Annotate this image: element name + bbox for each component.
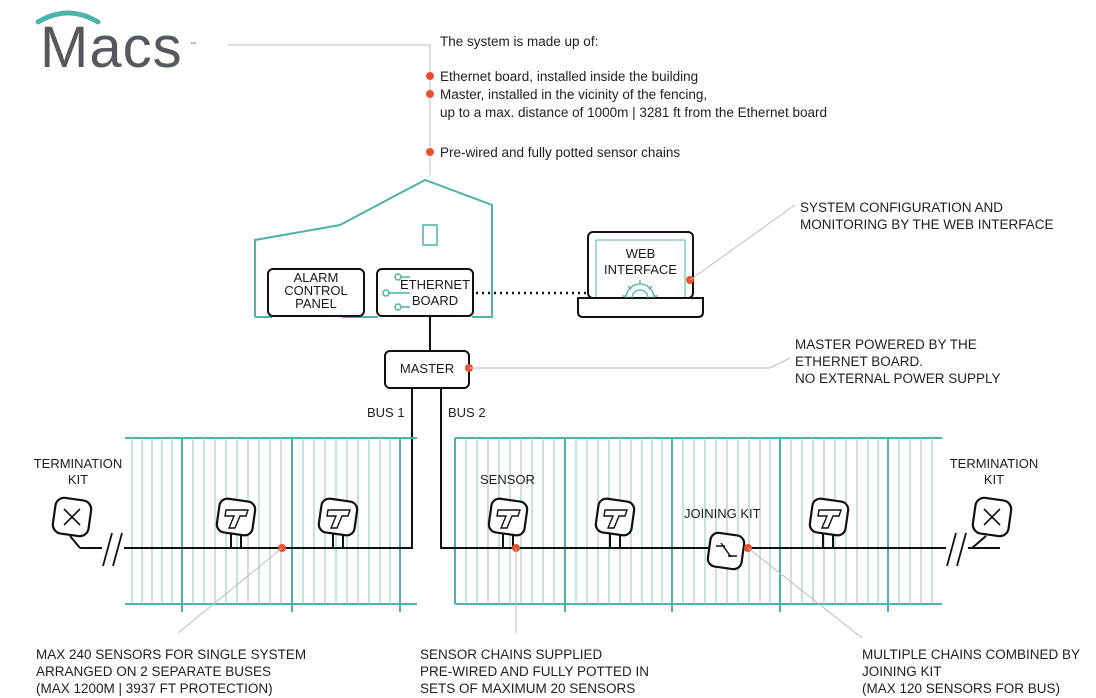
web-config-line-2: MONITORING BY THE WEB INTERFACE [800,217,1054,232]
sensor-2 [317,497,359,548]
macs-logo: Macs [40,15,183,80]
term-right-line-1: TERMINATION [949,456,1039,471]
web-config-line-1: SYSTEM CONFIGURATION AND [800,200,1004,215]
master-power-leader [469,357,791,369]
max-sensors-line-3: (MAX 1200M | 3937 FT PROTECTION) [36,681,273,696]
master-power-line-3: NO EXTERNAL POWER SUPPLY [795,371,1001,386]
master-label: MASTER [399,361,455,376]
bus-2-label: BUS 2 [448,405,486,420]
web-config-note: SYSTEM CONFIGURATION AND MONITORING BY T… [800,199,1054,233]
laptop-base [577,297,704,318]
alarm-label-line-1: ALARM [293,270,339,285]
intro-item-ethernet: Ethernet board, installed inside the bui… [440,69,699,84]
max-sensors-note: MAX 240 SENSORS FOR SINGLE SYSTEM ARRANG… [36,646,306,697]
multiple-line-3: (MAX 120 SENSORS FOR BUS) [862,681,1061,696]
right-cable-break [946,540,968,556]
intro-item-sensor-chains: Pre-wired and fully potted sensor chains [440,145,681,160]
term-left-line-2: KIT [67,472,89,487]
circuit-icon [382,273,410,311]
web-label-line-1: WEB [625,246,656,261]
web-interface-label: WEB INTERFACE [596,246,685,278]
master-power-line-2: ETHERNET BOARD. [795,354,924,369]
right-break-mark-1 [946,532,957,567]
right-break-mark-2 [956,532,967,567]
joining-kit [706,531,746,571]
intro-item-distance: up to a max. distance of 1000m | 3281 ft… [440,105,827,120]
gear-icon [622,280,658,299]
ethernet-label-line-2: BOARD [411,293,459,308]
multiple-line-2: JOINING KIT [862,664,942,679]
multiple-line-1: MULTIPLE CHAINS COMBINED BY [862,647,1081,662]
sensor-5 [808,497,850,548]
max-sensors-leader [177,547,283,634]
logo-leader-line [228,44,431,175]
ethernet-board-label: ETHERNET BOARD [397,278,473,307]
web-config-leader [689,204,796,281]
chains-line-2: PRE-WIRED AND FULLY POTTED IN [420,664,650,679]
building-window [422,224,438,246]
max-sensors-line-2: ARRANGED ON 2 SEPARATE BUSES [36,664,272,679]
sensor-chains-note: SENSOR CHAINS SUPPLIED PRE-WIRED AND FUL… [420,646,649,697]
joining-kit-label: JOINING KIT [684,506,761,521]
intro-item-master: Master, installed in the vicinity of the… [440,87,708,102]
building-outline [254,178,493,318]
max-sensors-line-1: MAX 240 SENSORS FOR SINGLE SYSTEM [36,647,307,662]
sensor-3 [487,497,529,548]
alarm-label-line-3: PANEL [295,296,337,311]
bullet-dot-2 [426,90,434,98]
bullet-dot-1 [426,72,434,80]
multiple-chains-note: MULTIPLE CHAINS COMBINED BY JOINING KIT … [862,646,1080,697]
left-break-mark-1 [102,532,113,567]
left-cable-break [102,540,124,556]
termination-kit-right-label: TERMINATION KIT [944,456,1044,488]
term-left-line-1: TERMINATION [33,456,123,471]
bus-1-label: BUS 1 [367,405,405,420]
term-right-line-2: KIT [983,472,1005,487]
intro-title: The system is made up of: [440,34,599,49]
alarm-label-line-2: CONTROL [284,283,348,298]
left-break-mark-2 [112,532,123,567]
sensor-label: SENSOR [480,472,535,487]
right-fence [454,437,942,612]
termination-kit-left-label: TERMINATION KIT [28,456,128,488]
master-power-note: MASTER POWERED BY THE ETHERNET BOARD. NO… [795,336,1001,387]
left-fence [125,437,417,612]
trademark-symbol: ™ [190,42,196,48]
multiple-chains-leader [747,547,863,639]
bullet-dot-3 [426,148,434,156]
sensor-1 [215,497,257,548]
sensor-4 [594,497,636,548]
chains-line-3: SETS OF MAXIMUM 20 SENSORS [420,681,636,696]
chains-line-1: SENSOR CHAINS SUPPLIED [420,647,603,662]
alarm-control-panel-box [267,268,365,317]
ethernet-board-box [376,268,474,317]
web-label-line-2: INTERFACE [604,262,677,277]
alarm-control-panel-label: ALARM CONTROL PANEL [270,271,362,310]
master-power-line-1: MASTER POWERED BY THE [795,337,977,352]
logo-arc [35,10,101,25]
ethernet-label-line-1: ETHERNET [399,277,471,292]
termination-kit-left [51,496,93,549]
termination-kit-right [971,496,1013,549]
